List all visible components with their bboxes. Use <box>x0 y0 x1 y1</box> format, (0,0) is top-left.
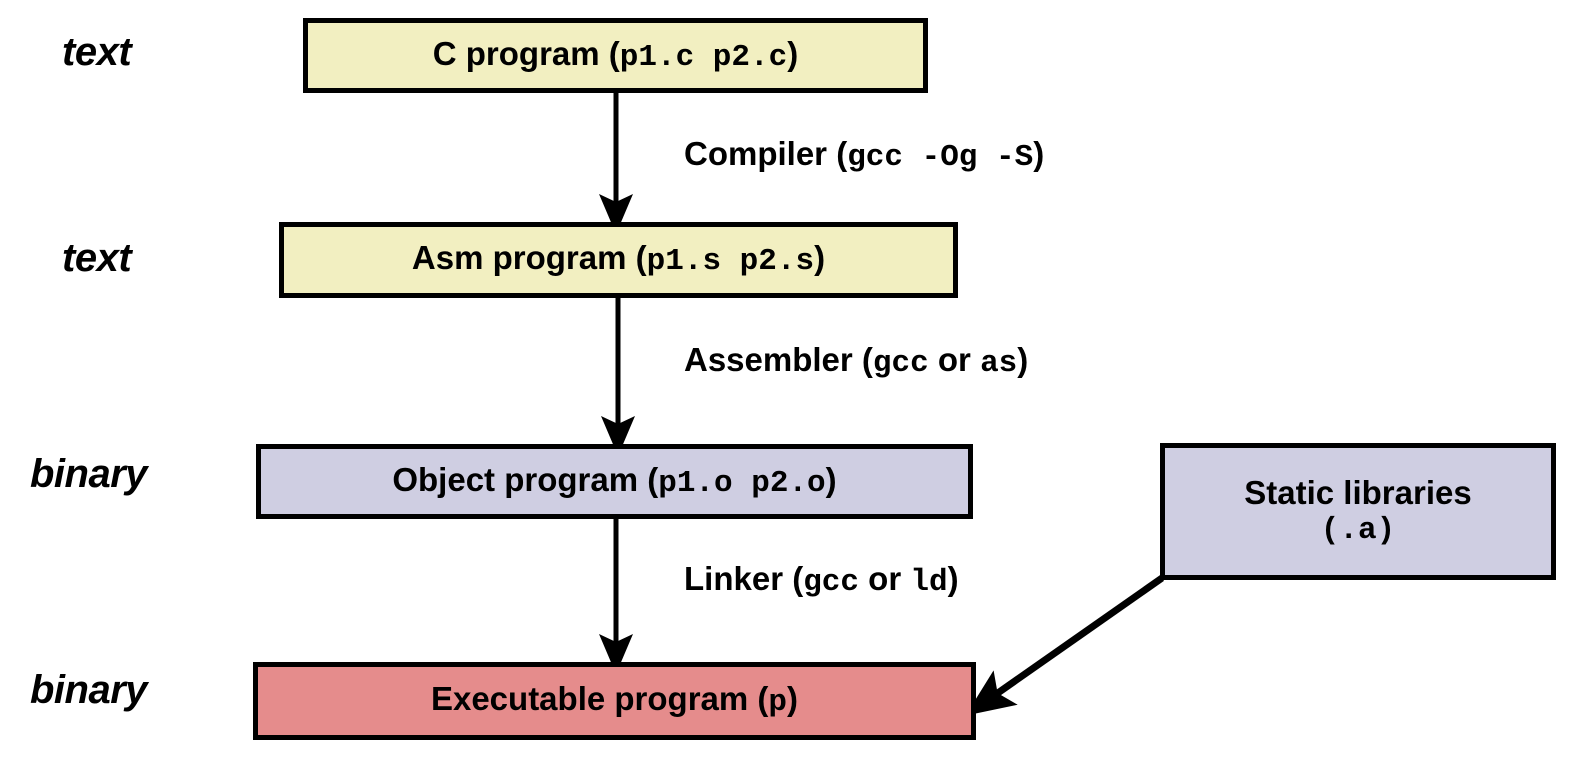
caption-linker: Linker (gcc or ld) <box>684 560 959 600</box>
caption-linker-prefix: Linker ( <box>684 560 804 597</box>
caption-linker-mid: or <box>859 560 911 597</box>
box-static-libraries-title: Static libraries <box>1244 473 1472 511</box>
box-c-program[interactable]: C program (p1.c p2.c) <box>303 18 928 93</box>
box-object-program-code: p1.o p2.o <box>658 465 826 501</box>
caption-linker-code2: ld <box>910 565 948 600</box>
box-asm-program-suffix: ) <box>814 239 826 277</box>
box-asm-program-prefix: Asm program ( <box>411 239 647 277</box>
stage-label-binary-2: binary <box>30 668 148 712</box>
caption-compiler-suffix: ) <box>1033 135 1045 172</box>
caption-assembler-mid: or <box>928 341 981 378</box>
box-executable-program-code: p <box>768 685 788 721</box>
box-static-libraries[interactable]: Static libraries (.a) <box>1160 443 1556 580</box>
caption-compiler-code: gcc -Og -S <box>847 140 1034 175</box>
box-executable-program-suffix: ) <box>787 680 799 718</box>
caption-assembler-code: gcc <box>872 346 929 381</box>
caption-assembler-prefix: Assembler ( <box>684 341 873 378</box>
stage-label-text-2: text <box>62 236 132 280</box>
caption-assembler-code2: as <box>980 346 1018 381</box>
caption-linker-suffix: ) <box>947 560 959 597</box>
box-executable-program-label: Executable program (p) <box>425 680 804 722</box>
caption-assembler-suffix: ) <box>1017 341 1029 378</box>
box-asm-program[interactable]: Asm program (p1.s p2.s) <box>279 222 958 298</box>
caption-compiler-prefix: Compiler ( <box>684 135 848 172</box>
box-object-program[interactable]: Object program (p1.o p2.o) <box>256 444 973 519</box>
box-c-program-prefix: C program ( <box>432 34 620 72</box>
box-executable-program-prefix: Executable program ( <box>430 680 769 718</box>
caption-linker-code: gcc <box>803 565 860 600</box>
arrow-static-link <box>965 575 1165 716</box>
caption-assembler: Assembler (gcc or as) <box>684 341 1028 381</box>
caption-compiler: Compiler (gcc -Og -S) <box>684 135 1044 175</box>
box-asm-program-label: Asm program (p1.s p2.s) <box>406 239 831 281</box>
box-static-libraries-code: (.a) <box>1320 512 1396 548</box>
box-c-program-suffix: ) <box>787 34 799 72</box>
box-c-program-label: C program (p1.c p2.c) <box>427 35 804 77</box>
box-asm-program-code: p1.s p2.s <box>646 244 815 280</box>
box-object-program-suffix: ) <box>825 460 837 498</box>
box-object-program-label: Object program (p1.o p2.o) <box>386 461 842 503</box>
box-c-program-code: p1.c p2.c <box>619 39 788 75</box>
box-object-program-prefix: Object program ( <box>392 460 659 498</box>
box-executable-program[interactable]: Executable program (p) <box>253 662 976 740</box>
stage-label-binary-1: binary <box>30 452 148 496</box>
stage-label-text-1: text <box>62 30 132 74</box>
